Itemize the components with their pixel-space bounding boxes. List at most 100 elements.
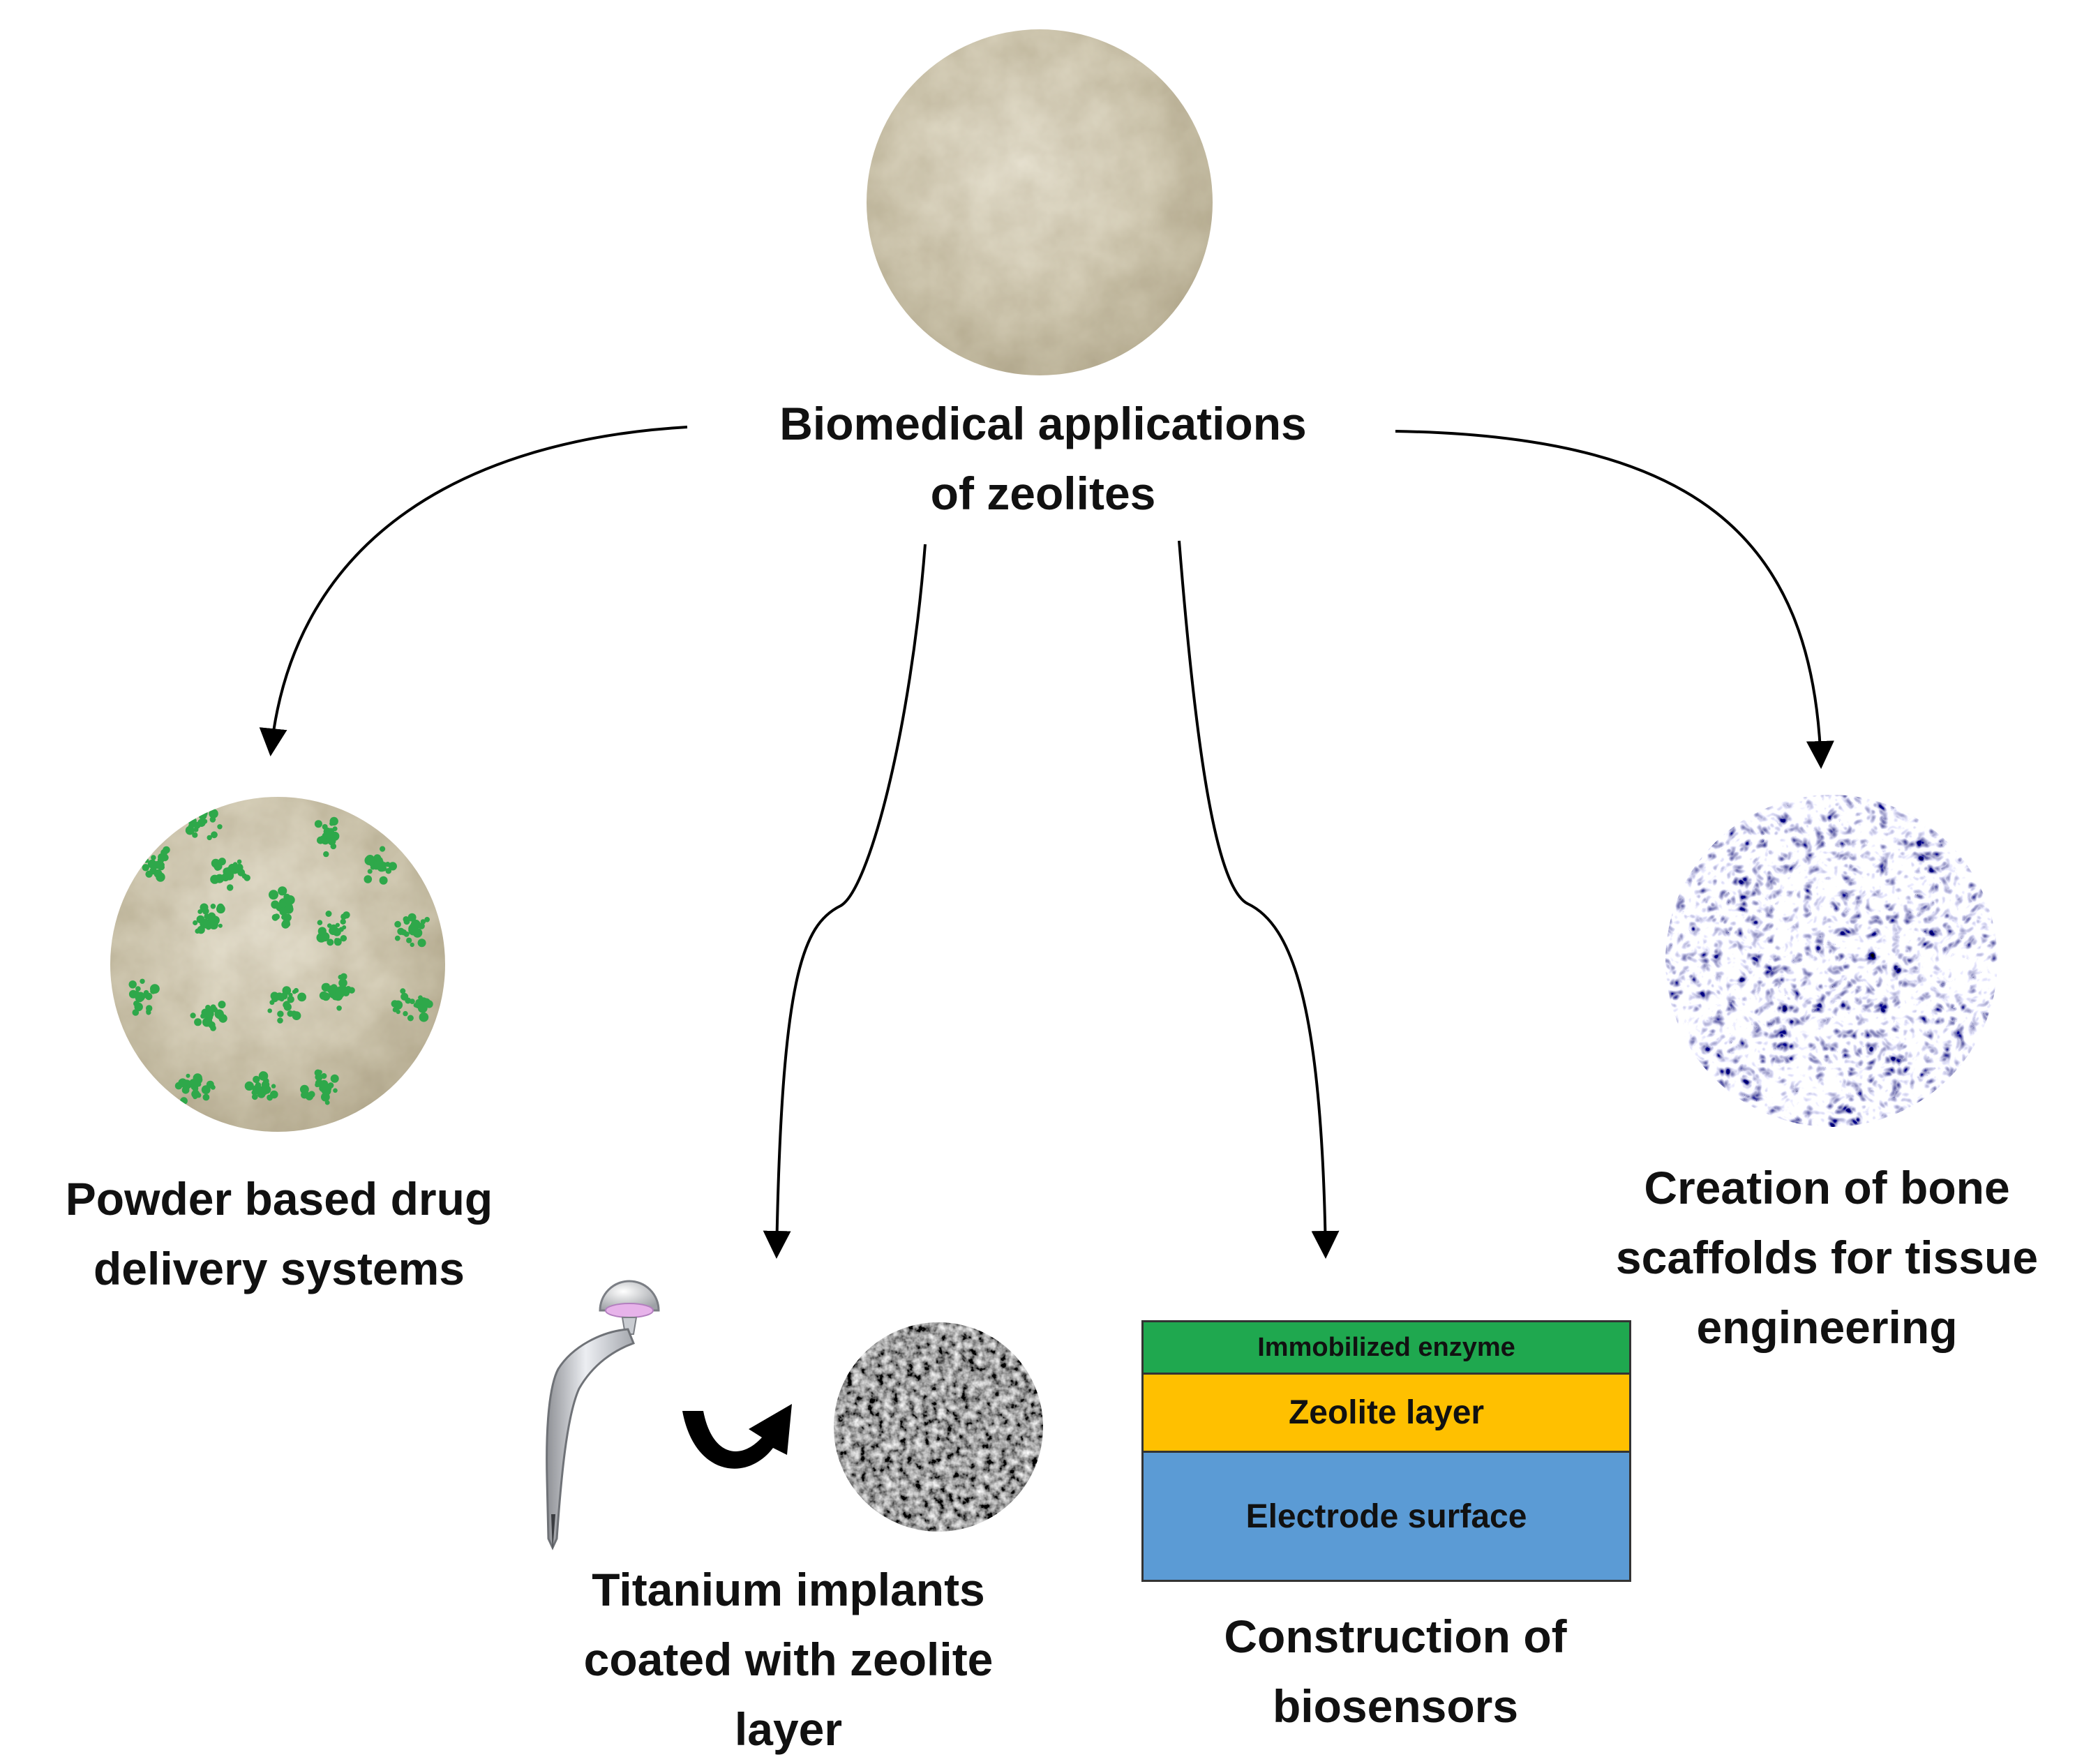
drug-particle (142, 864, 149, 872)
drug-particle (196, 1082, 202, 1087)
drug-particle (364, 855, 375, 865)
drug-particle (196, 801, 207, 812)
drug-particle (317, 836, 324, 844)
zeolite-powder-image (867, 29, 1213, 375)
titanium-implant-label: Titanium implants coated with zeolite la… (583, 1564, 994, 1755)
drug-particle (261, 1080, 270, 1089)
drug-particle (202, 907, 209, 915)
drug-particle (338, 978, 347, 987)
drug-particle (420, 919, 426, 925)
drug-particle (410, 919, 421, 929)
powder-drug-label: Powder based drug delivery systems (65, 1173, 493, 1294)
drug-particle (216, 904, 225, 914)
drug-particle (376, 858, 384, 866)
drug-particle (243, 874, 250, 881)
drug-particle (330, 831, 340, 841)
drug-particle (279, 907, 288, 916)
drug-particle (334, 938, 342, 946)
center-label: Biomedical applications of zeolites (779, 398, 1307, 519)
drug-particle (190, 1012, 196, 1019)
hip-implant-icon (546, 1280, 660, 1550)
drug-particle (314, 1069, 322, 1077)
drug-particle (321, 982, 331, 992)
drug-particle (145, 992, 153, 1001)
drug-particle (277, 1010, 284, 1017)
drug-particle (333, 1088, 338, 1093)
drug-particle (410, 999, 415, 1004)
drug-particle (275, 992, 284, 1001)
drug-particle (209, 816, 216, 823)
drug-particle (293, 987, 299, 994)
drug-particle (188, 823, 195, 830)
drug-particle (197, 925, 205, 934)
drug-particle (270, 1090, 278, 1099)
drug-particle (156, 872, 165, 882)
drug-particle (207, 835, 212, 841)
drug-particle (396, 1009, 400, 1015)
drug-particle (300, 1084, 309, 1094)
drug-particle (192, 832, 198, 838)
drug-particle (385, 868, 391, 874)
drug-particle (406, 937, 412, 943)
drug-particle (140, 978, 145, 985)
drug-particle (253, 1075, 260, 1084)
drug-particle (199, 820, 204, 825)
drug-particle (128, 980, 137, 989)
drug-particle (251, 1093, 258, 1100)
drug-particle (209, 809, 218, 819)
drug-particle (403, 918, 410, 925)
drug-particle (322, 992, 331, 1001)
drug-particle (193, 827, 199, 832)
drug-particle (323, 851, 329, 858)
drug-particle (403, 1010, 408, 1017)
drug-particle (158, 853, 166, 861)
connector-arrows (259, 426, 1834, 1259)
drug-particle (146, 1010, 151, 1015)
drug-particle (211, 831, 218, 839)
drug-particle (230, 869, 235, 874)
drug-particle (190, 805, 197, 812)
drug-particle (144, 858, 149, 863)
drug-particle (186, 1073, 190, 1078)
bone-scaffold-label: Creation of bone scaffolds for tissue en… (1615, 1162, 2039, 1353)
drug-particle (151, 855, 156, 860)
drug-particle (343, 911, 350, 919)
drug-particle (150, 984, 160, 994)
arrow-to-bone (1395, 430, 1834, 769)
arrow-to-biosensor (1178, 540, 1340, 1259)
drug-particle (277, 1017, 283, 1024)
drug-particle (297, 992, 306, 1002)
drug-particle (217, 824, 223, 830)
layer-immobilized-enzyme: Immobilized enzyme (1141, 1320, 1631, 1375)
drug-particle (283, 1003, 292, 1011)
drug-particle (278, 886, 287, 896)
drug-particle (327, 939, 334, 946)
drug-particle (281, 920, 290, 929)
drug-particle (410, 942, 414, 948)
drug-particle (178, 1078, 188, 1088)
drug-particle (396, 1003, 401, 1008)
drug-particle (424, 917, 430, 922)
drug-particle (260, 1071, 266, 1077)
drug-particle (385, 862, 391, 867)
drug-particle (419, 1012, 429, 1022)
zeolite-coating-sem-image (834, 1322, 1043, 1532)
drug-particle (338, 974, 343, 980)
drug-particle (394, 935, 400, 941)
drug-particle (367, 869, 373, 874)
drug-particle (336, 1006, 342, 1011)
drug-particle (210, 874, 220, 884)
drug-particle (227, 884, 234, 891)
drug-particle (321, 1092, 330, 1102)
drug-particle (271, 900, 280, 909)
drug-particle (218, 858, 226, 866)
drug-particle (329, 821, 334, 826)
bone-scaffold-image (1665, 795, 1998, 1127)
drug-particle (335, 927, 340, 933)
drug-particle (379, 876, 388, 885)
drug-particle (218, 1014, 227, 1023)
drug-particle (141, 993, 147, 999)
drug-particle (206, 1080, 214, 1089)
drug-particle (209, 920, 218, 929)
